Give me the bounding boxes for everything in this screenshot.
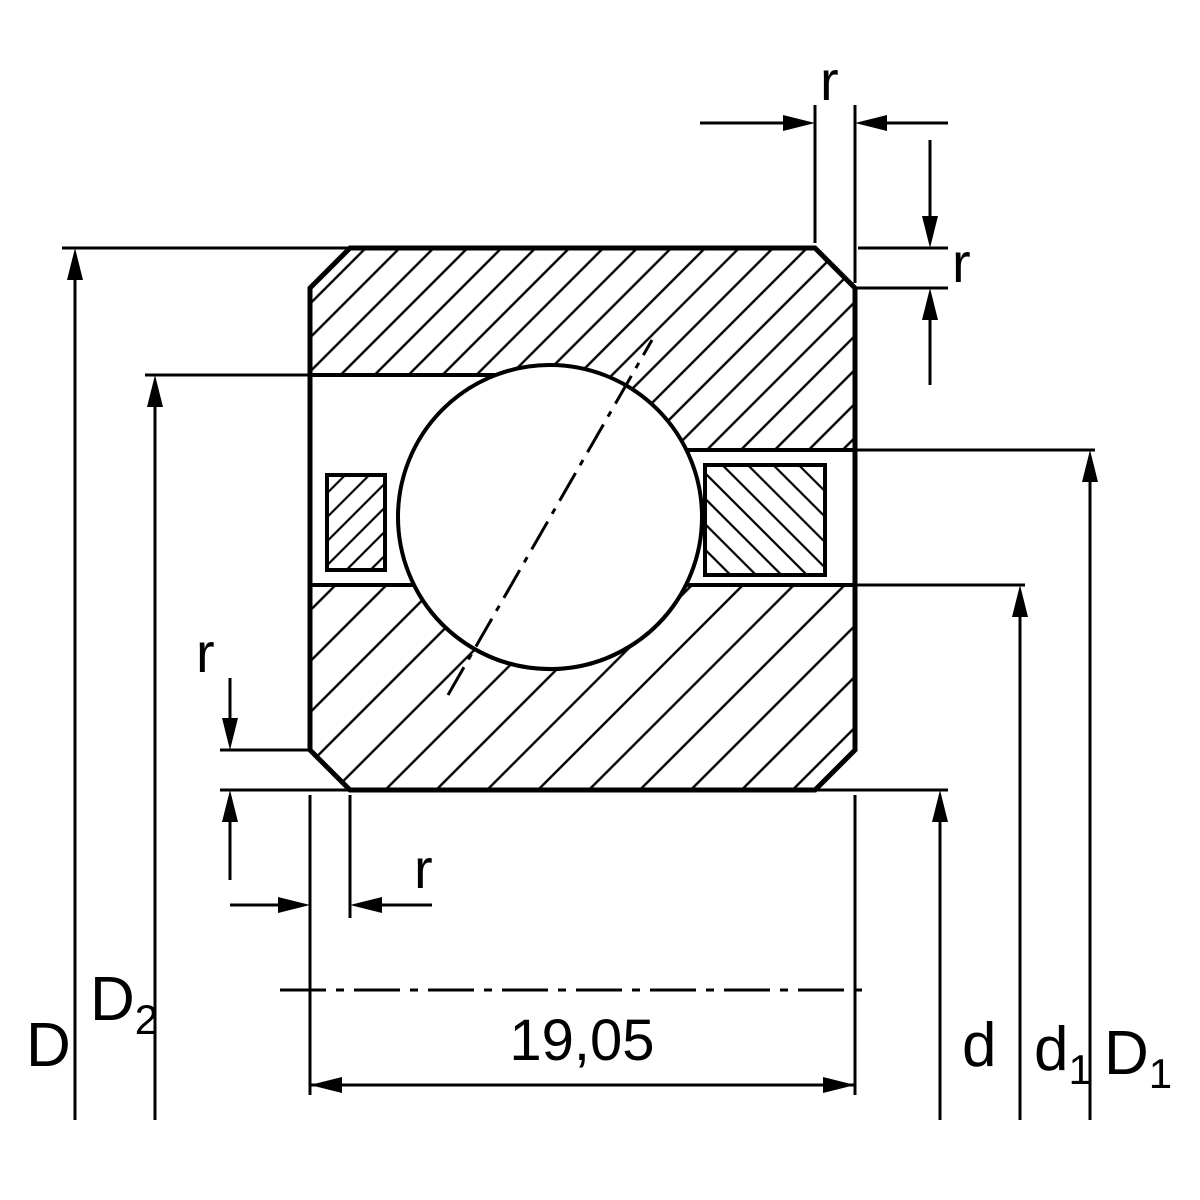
label-r-top: r — [820, 49, 839, 112]
arrowhead-r-horiz-right — [278, 897, 310, 913]
ball — [396, 363, 704, 671]
extension-lines — [62, 105, 1095, 1095]
cage-pocket-left — [325, 473, 387, 572]
arrowhead-r-top-left — [783, 115, 815, 131]
arrowhead-r-left-down — [222, 718, 238, 750]
arrowhead-D2 — [147, 375, 163, 407]
contact-angle-line — [446, 339, 654, 696]
label-section-width: 19,05 — [509, 1008, 654, 1073]
dimension-section-width: 19,05 — [310, 1008, 855, 1093]
arrowhead-r-horiz-left — [350, 897, 382, 913]
label-d1: d1 — [1034, 1015, 1092, 1093]
label-D: D — [26, 1011, 71, 1080]
arrowhead-r-top-right — [855, 115, 887, 131]
dimension-chamfer-right: r — [922, 140, 971, 385]
dimension-chamfer-left-vertical: r — [196, 621, 238, 880]
dimension-bore: d — [932, 790, 996, 1120]
arrowhead-D1 — [1082, 450, 1098, 482]
bearing-cross-section — [307, 245, 858, 793]
cage-pocket-right — [703, 463, 827, 577]
dimension-outer-ring-land: D1 — [1082, 450, 1172, 1120]
arrowhead-r-right-down — [922, 216, 938, 248]
label-r-left-vertical: r — [196, 621, 215, 684]
label-r-right: r — [952, 231, 971, 294]
dimension-chamfer-left-horizontal: r — [230, 837, 433, 913]
arrowhead-r-left-up — [222, 790, 238, 822]
dimension-outer-diameter: D — [26, 248, 83, 1120]
arrowhead-D — [67, 248, 83, 280]
arrowhead-d1 — [1012, 585, 1028, 617]
label-d: d — [962, 1011, 996, 1080]
arrowhead-d — [932, 790, 948, 822]
label-D1: D1 — [1104, 1019, 1172, 1097]
arrowhead-width-left — [310, 1077, 342, 1093]
arrowhead-width-right — [823, 1077, 855, 1093]
dimension-inner-ring-shoulder: d1 — [1012, 585, 1092, 1120]
label-D2: D2 — [90, 965, 158, 1043]
arrowhead-r-right-up — [922, 288, 938, 320]
dimension-outer-ring-shoulder: D2 — [90, 375, 163, 1120]
dimension-chamfer-top: r — [700, 49, 948, 131]
label-r-left-horizontal: r — [414, 837, 433, 900]
